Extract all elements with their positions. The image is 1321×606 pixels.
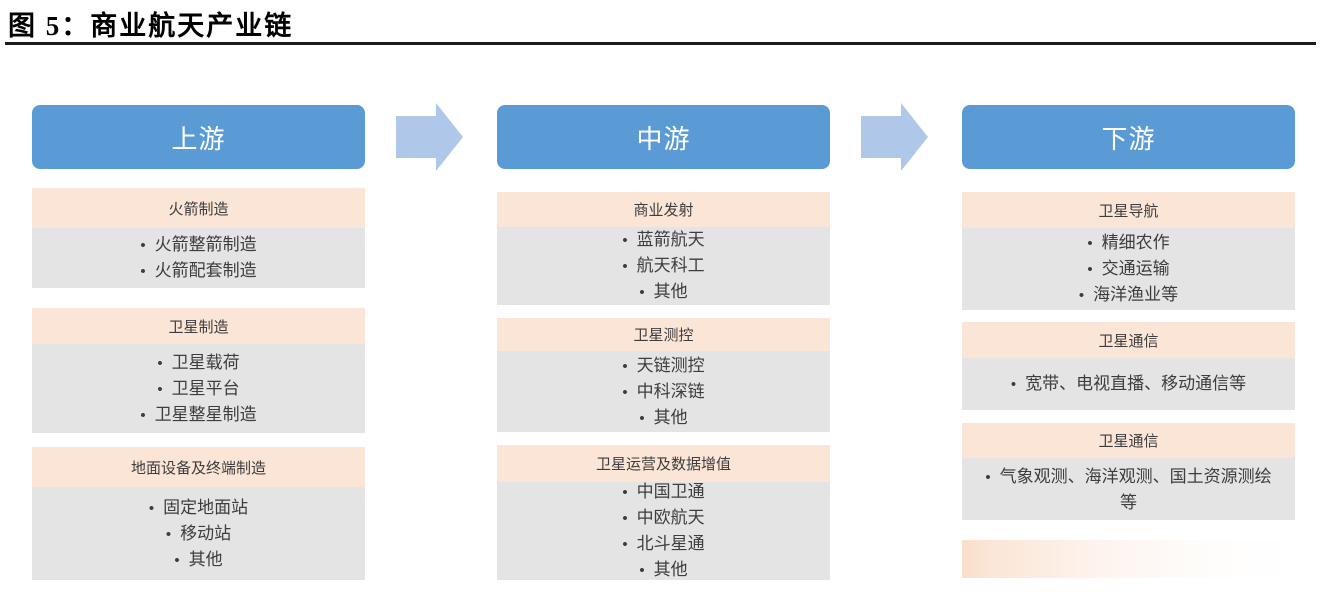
section-title: 火箭制造 [32,188,365,228]
list-item: 其他 [639,557,688,583]
section-title: 卫星运营及数据增值 [497,445,830,482]
arrow-right-icon [861,102,929,172]
list-item: 中科深链 [622,379,705,405]
list-item: 精细农作 [1087,230,1170,256]
list-item: 固定地面站 [149,495,248,521]
list-item: 海洋渔业等 [1079,282,1178,308]
section-title: 卫星通信 [962,423,1295,458]
list-item: 移动站 [166,521,231,547]
figure-title: 图 5：商业航天产业链 [8,11,294,41]
stage-header-midstream: 中游 [497,105,830,169]
list-item: 交通运输 [1087,256,1170,282]
section-body: 天链测控 中科深链 其他 [497,351,830,432]
list-item: 中欧航天 [622,505,705,531]
list-item: 航天科工 [622,253,705,279]
arrow-right-icon [396,102,464,172]
section-body: 气象观测、海洋观测、国土资源测绘等 [962,458,1295,520]
list-item: 火箭整箭制造 [140,232,257,258]
list-item: 其他 [639,279,688,305]
list-item: 卫星载荷 [157,350,240,376]
section-body: 精细农作 交通运输 海洋渔业等 [962,228,1295,310]
section-body: 火箭整箭制造 火箭配套制造 [32,228,365,288]
section-body: 固定地面站 移动站 其他 [32,487,365,580]
section-body: 卫星载荷 卫星平台 卫星整星制造 [32,344,365,433]
stage-header-upstream: 上游 [32,105,365,169]
stage-header-downstream: 下游 [962,105,1295,169]
list-item: 火箭配套制造 [140,258,257,284]
section-title: 卫星制造 [32,308,365,344]
section-title: 卫星通信 [962,322,1295,358]
title-divider [5,42,1316,45]
section-body: 宽带、电视直播、移动通信等 [962,358,1295,410]
list-item: 气象观测、海洋观测、国土资源测绘等 [978,464,1279,515]
section-title: 商业发射 [497,192,830,227]
list-item: 宽带、电视直播、移动通信等 [1011,371,1246,397]
list-item: 卫星平台 [157,376,240,402]
section-title: 地面设备及终端制造 [32,447,365,487]
section-body: 中国卫通 中欧航天 北斗星通 其他 [497,482,830,580]
faded-section-placeholder [962,540,1295,578]
section-title: 卫星测控 [497,318,830,351]
section-title: 卫星导航 [962,192,1295,228]
list-item: 蓝箭航天 [622,227,705,253]
list-item: 天链测控 [622,353,705,379]
list-item: 其他 [174,547,223,573]
section-body: 蓝箭航天 航天科工 其他 [497,227,830,305]
list-item: 卫星整星制造 [140,402,257,428]
list-item: 中国卫通 [622,479,705,505]
list-item: 其他 [639,405,688,431]
list-item: 北斗星通 [622,531,705,557]
